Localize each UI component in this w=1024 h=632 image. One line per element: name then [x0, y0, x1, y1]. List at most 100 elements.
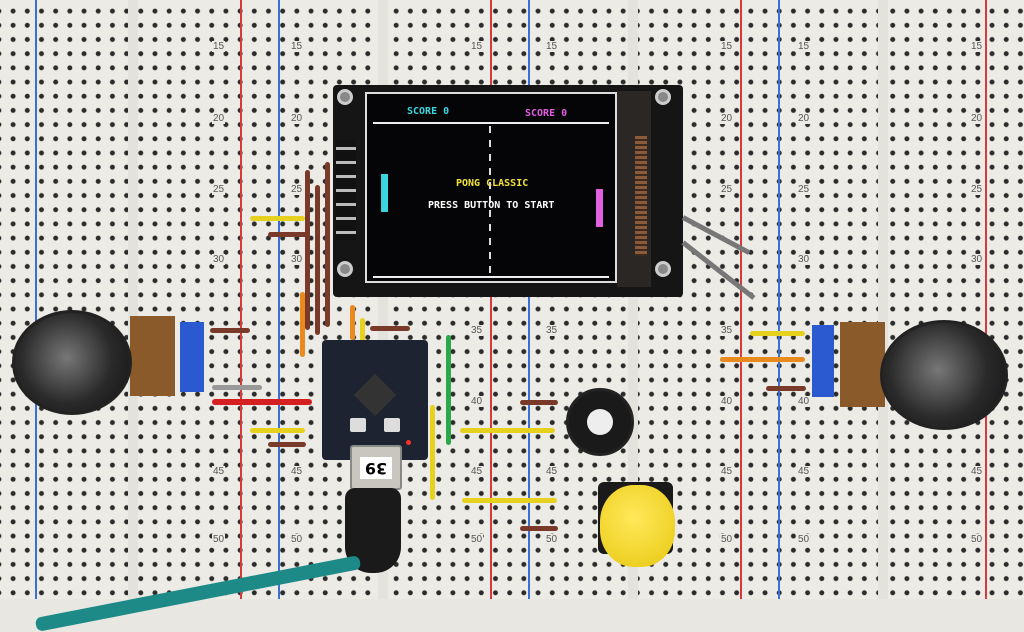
row-number-label: 40 [720, 396, 734, 407]
start-prompt: PRESS BUTTON TO START [428, 200, 555, 211]
power-rail-red [740, 0, 742, 599]
row-number-label: 15 [970, 41, 984, 52]
row-number-label: 15 [545, 41, 559, 52]
row-number-label: 30 [212, 254, 226, 265]
jumper-wire-yellow [360, 318, 365, 342]
jumper-wire-brown [370, 326, 410, 331]
potentiometer-knob-left[interactable] [12, 310, 132, 415]
row-number-label: 30 [797, 254, 811, 265]
top-boundary [373, 122, 609, 124]
jumper-wire-brown [325, 162, 330, 327]
jumper-wire-yellow [430, 405, 435, 500]
pot-body-left [130, 316, 175, 396]
row-number-label: 25 [290, 184, 304, 195]
power-rail-blue [35, 0, 37, 599]
power-rail-red [985, 0, 987, 599]
row-number-label: 35 [545, 325, 559, 336]
right-paddle [596, 189, 603, 227]
row-number-label: 45 [290, 466, 304, 477]
row-number-label: 50 [797, 534, 811, 545]
row-number-label: 50 [545, 534, 559, 545]
buzzer [566, 388, 634, 456]
row-number-label: 30 [290, 254, 304, 265]
jumper-wire-brown [766, 386, 806, 391]
jumper-wire-red [212, 399, 312, 405]
reset-button[interactable] [384, 418, 400, 432]
row-number-label: 20 [290, 113, 304, 124]
breadboard-gap [378, 0, 388, 599]
row-number-label: 15 [797, 41, 811, 52]
breadboard-gap [628, 0, 638, 599]
row-number-label: 25 [720, 184, 734, 195]
row-number-label: 50 [720, 534, 734, 545]
chip [353, 373, 397, 417]
center-net [489, 126, 491, 276]
row-number-label: 50 [212, 534, 226, 545]
power-led [406, 440, 411, 445]
row-number-label: 20 [970, 113, 984, 124]
jumper-wire-yellow [250, 428, 305, 433]
row-number-label: 50 [290, 534, 304, 545]
jumper-wire-yellow [750, 331, 805, 336]
row-number-label: 15 [212, 41, 226, 52]
row-number-label: 50 [470, 534, 484, 545]
usb-c-connector: 39 [350, 445, 402, 490]
mounting-hole [337, 89, 353, 105]
row-number-label: 40 [470, 396, 484, 407]
header-pins [336, 140, 356, 240]
boot-button[interactable] [350, 418, 366, 432]
potentiometer-knob-right[interactable] [880, 320, 1008, 430]
jumper-wire-gray [212, 385, 262, 390]
game-title: PONG CLASSIC [456, 178, 529, 189]
jumper-wire-orange [350, 305, 355, 340]
row-number-label: 15 [290, 41, 304, 52]
row-number-label: 25 [212, 184, 226, 195]
mounting-hole [655, 261, 671, 277]
right-score: SCORE 0 [525, 108, 568, 119]
esp32-board [322, 340, 428, 460]
mounting-hole [655, 89, 671, 105]
jumper-wire-green [446, 335, 451, 445]
row-number-label: 25 [797, 184, 811, 195]
port-sticker: 39 [360, 457, 392, 479]
jumper-wire-brown [268, 442, 306, 447]
pot-header-left [180, 322, 204, 392]
row-number-label: 30 [970, 254, 984, 265]
row-number-label: 45 [470, 466, 484, 477]
power-rail-red [490, 0, 492, 599]
jumper-wire-yellow [460, 428, 555, 433]
row-number-label: 45 [545, 466, 559, 477]
start-push-button[interactable] [600, 485, 675, 567]
breadboard-gap [878, 0, 888, 599]
row-number-label: 45 [212, 466, 226, 477]
jumper-wire-brown [520, 526, 558, 531]
row-number-label: 50 [970, 534, 984, 545]
jumper-wire-orange [300, 292, 305, 357]
row-number-label: 45 [720, 466, 734, 477]
mounting-hole [337, 261, 353, 277]
row-number-label: 45 [970, 466, 984, 477]
jumper-wire-orange [720, 357, 805, 362]
pong-game-screen: SCORE 0 SCORE 0 PONG CLASSIC PRESS BUTTO… [365, 92, 617, 283]
row-number-label: 20 [720, 113, 734, 124]
row-number-label: 20 [212, 113, 226, 124]
pot-header-right [812, 325, 834, 397]
jumper-wire-brown [268, 232, 308, 237]
row-number-label: 35 [720, 325, 734, 336]
row-number-label: 15 [720, 41, 734, 52]
row-number-label: 35 [470, 325, 484, 336]
left-paddle [381, 174, 388, 212]
pot-body-right [840, 322, 885, 407]
row-number-label: 45 [797, 466, 811, 477]
power-rail-blue [778, 0, 780, 599]
left-score: SCORE 0 [407, 106, 450, 117]
display-flex-cable [617, 91, 651, 287]
jumper-wire-brown [305, 170, 310, 330]
row-number-label: 40 [797, 396, 811, 407]
bottom-boundary [373, 276, 609, 278]
power-rail-blue [528, 0, 530, 599]
power-rail-blue [278, 0, 280, 599]
jumper-wire-brown [210, 328, 250, 333]
row-number-label: 25 [970, 184, 984, 195]
row-number-label: 15 [470, 41, 484, 52]
